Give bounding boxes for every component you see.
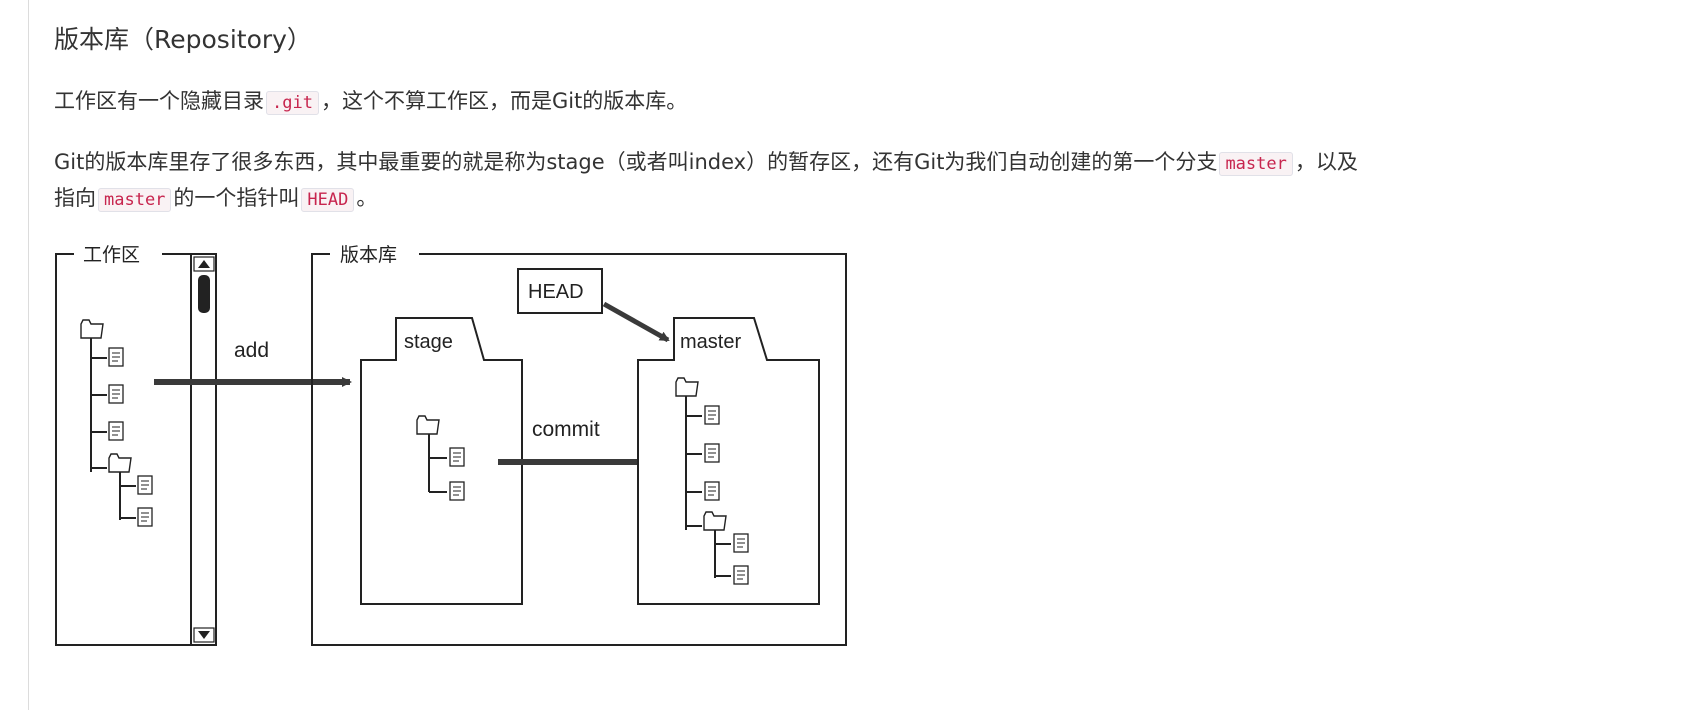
file-icon <box>449 481 465 501</box>
file-icon <box>704 405 720 425</box>
repository-frame: 版本库 stage commit <box>311 244 847 646</box>
head-label: HEAD <box>528 281 584 303</box>
file-icon <box>108 347 124 367</box>
file-icon <box>108 421 124 441</box>
workspace-file-tree <box>80 319 153 527</box>
file-icon <box>704 443 720 463</box>
paragraph-text: ，这个不算工作区，而是Git的版本库。 <box>320 89 688 113</box>
file-icon <box>449 447 465 467</box>
inline-code-master: master <box>98 188 172 212</box>
stage-label: stage <box>404 331 453 353</box>
head-box <box>517 268 603 314</box>
paragraph-text: 的一个指针叫 <box>173 186 300 210</box>
add-arrow: add <box>154 339 352 387</box>
section-title: 版本库（Repository） <box>54 25 312 54</box>
head-pointer: HEAD <box>517 268 670 343</box>
repository-label: 版本库 <box>340 244 397 266</box>
paragraph-text: ，以及 <box>1294 150 1358 174</box>
file-icon <box>137 475 153 495</box>
git-structure-diagram: 工作区 <box>54 240 854 660</box>
file-icon <box>108 384 124 404</box>
stage-area: stage <box>360 317 523 605</box>
commit-label: commit <box>532 418 600 441</box>
paragraph-repository-contents: Git的版本库里存了很多东西，其中最重要的就是称为stage（或者叫index）… <box>54 144 1358 182</box>
file-icon <box>733 565 749 585</box>
folder-icon <box>80 319 104 339</box>
workspace-frame: 工作区 <box>55 244 217 646</box>
inline-code-head: HEAD <box>301 188 355 212</box>
file-icon <box>137 507 153 527</box>
paragraph-text: 工作区有一个隐藏目录 <box>54 89 264 113</box>
file-icon <box>733 533 749 553</box>
inline-code-master: master <box>1219 152 1293 176</box>
inline-code-git-dir: .git <box>266 91 319 115</box>
paragraph-hidden-directory: 工作区有一个隐藏目录.git，这个不算工作区，而是Git的版本库。 <box>54 83 687 121</box>
master-label: master <box>680 331 741 353</box>
scrollbar-thumb <box>198 275 210 313</box>
paragraph-text: 指向 <box>54 186 96 210</box>
workspace-label: 工作区 <box>83 244 140 266</box>
folder-icon <box>108 453 132 473</box>
page-left-border <box>28 0 29 710</box>
file-icon <box>704 481 720 501</box>
paragraph-text: 。 <box>356 186 378 210</box>
paragraph-text: Git的版本库里存了很多东西，其中最重要的就是称为stage（或者叫index）… <box>54 150 1218 174</box>
add-label: add <box>234 339 269 362</box>
master-branch: master <box>637 317 820 605</box>
